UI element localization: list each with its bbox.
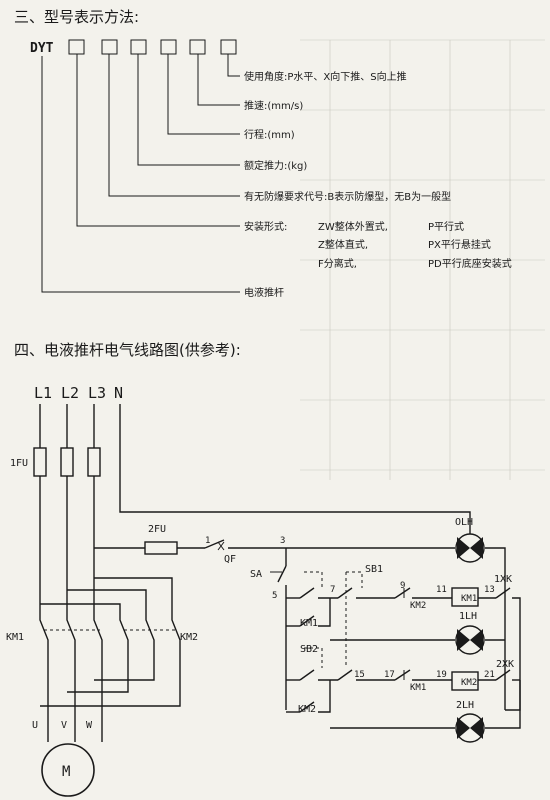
model-code-boxes — [68, 39, 237, 55]
contact-km2-label-top: KM2 — [410, 601, 426, 611]
code-box-2 — [101, 39, 118, 55]
lamp-olh — [455, 533, 485, 563]
contact-km1-label-bottom: KM1 — [410, 683, 426, 693]
contact-km2-seal-label: KM2 — [298, 704, 316, 715]
code-box-4 — [160, 39, 177, 55]
label-sb2: SB2 — [300, 644, 318, 655]
main-conductors — [39, 404, 471, 600]
node-5: 5 — [272, 591, 277, 601]
label-speed: 推速:(mm/s) — [244, 99, 303, 112]
label-1lh: 1LH — [459, 611, 477, 622]
seal-in-km2 — [286, 680, 331, 713]
section3-title: 三、型号表示方法: — [14, 8, 139, 26]
code-box-5 — [189, 39, 206, 55]
node-3: 3 — [280, 536, 285, 546]
label-sb1: SB1 — [365, 564, 383, 575]
label-2xk: 2XK — [496, 659, 514, 670]
label-qf: QF — [224, 554, 236, 565]
label-stroke: 行程:(mm) — [244, 128, 295, 141]
label-1xk: 1XK — [494, 574, 512, 585]
coil-km2-label: KM2 — [461, 678, 477, 688]
breaker-qf — [204, 539, 286, 551]
label-sa: SA — [250, 569, 262, 580]
node-1: 1 — [205, 536, 210, 546]
label-km2-power: KM2 — [180, 632, 198, 643]
node-7: 7 — [330, 585, 335, 595]
motor-leads — [47, 700, 103, 742]
node-11: 11 — [436, 585, 447, 595]
coil-km1-label: KM1 — [461, 594, 477, 604]
contact-km1-seal-label: KM1 — [300, 618, 318, 629]
label-1fu: 1FU — [10, 458, 28, 469]
install-p: P平行式 — [428, 220, 464, 233]
olh-branch — [286, 547, 506, 710]
rung-forward — [286, 587, 521, 711]
terminal-w: W — [86, 720, 93, 731]
phase-n: N — [114, 384, 123, 402]
lamp-2lh-branch — [330, 680, 521, 743]
section4-title: 四、电液推杆电气线路图(供参考): — [14, 341, 241, 359]
label-install: 安装形式: — [244, 220, 287, 233]
install-zw: ZW整体外置式, — [318, 220, 388, 233]
model-prefix: DYT — [30, 41, 54, 56]
phase-l3: L3 — [88, 384, 106, 402]
seal-in-km1 — [286, 598, 331, 627]
motor — [41, 743, 95, 797]
label-2fu: 2FU — [148, 524, 166, 535]
rung-reverse — [286, 669, 520, 691]
node-9: 9 — [400, 581, 405, 591]
code-box-1 — [68, 39, 85, 55]
label-thrust: 额定推力:(kg) — [244, 159, 307, 172]
node-13: 13 — [484, 585, 495, 595]
lamp-1lh-branch — [330, 625, 505, 655]
install-px: PX平行悬挂式 — [428, 238, 491, 251]
node-15: 15 — [354, 670, 365, 680]
pushbutton-links — [304, 571, 363, 668]
motor-label: M — [62, 764, 70, 780]
contactor-km1 — [39, 600, 103, 700]
label-angle: 使用角度:P水平、X向下推、S向上推 — [244, 70, 407, 83]
fuse-1fu — [33, 447, 101, 477]
label-product: 电液推杆 — [244, 286, 284, 299]
phase-l1: L1 — [34, 384, 52, 402]
label-olh: OLH — [455, 517, 473, 528]
background-grid — [300, 39, 545, 480]
label-km1-power: KM1 — [6, 632, 24, 643]
node-19: 19 — [436, 670, 447, 680]
fuse-2fu — [94, 541, 205, 555]
contactor-km2 — [40, 577, 181, 707]
label-explosion-proof: 有无防爆要求代号:B表示防爆型，无B为一般型 — [244, 190, 451, 203]
install-z: Z整体直式, — [318, 238, 368, 251]
install-f: F分离式, — [318, 257, 357, 270]
terminal-v: V — [61, 720, 67, 731]
code-box-6 — [220, 39, 237, 55]
install-pd: PD平行底座安装式 — [428, 257, 512, 270]
code-box-3 — [130, 39, 147, 55]
model-leader-lines — [41, 54, 240, 293]
terminal-u: U — [32, 720, 38, 731]
node-17: 17 — [384, 670, 395, 680]
label-2lh: 2LH — [456, 700, 474, 711]
phase-l2: L2 — [61, 384, 79, 402]
node-21: 21 — [484, 670, 495, 680]
switch-sa — [270, 548, 287, 710]
